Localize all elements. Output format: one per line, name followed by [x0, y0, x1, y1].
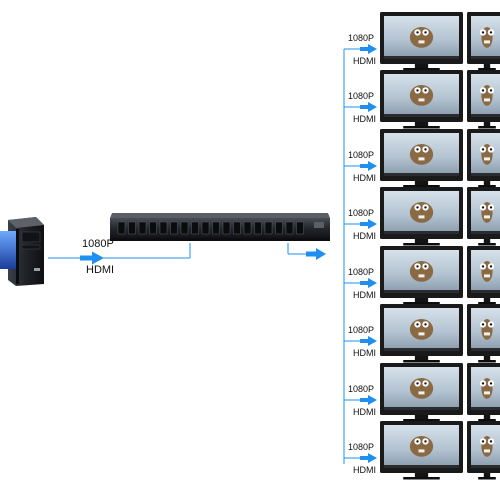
output-interface-label: HDMI [353, 407, 376, 417]
output-resolution-label: 1080P [348, 208, 375, 218]
output-resolution-label: 1080P [348, 325, 375, 335]
arrows [80, 44, 377, 463]
tv-monitor-icon [380, 246, 463, 305]
splitter-port [296, 221, 304, 235]
arrow-splitter-out [306, 248, 326, 260]
splitter-port [191, 221, 199, 235]
tv-monitor-icon [380, 70, 463, 129]
output-interface-label: HDMI [353, 231, 376, 241]
tv-monitor-icon [380, 421, 463, 480]
connector-branches [344, 48, 362, 459]
splitter-port [201, 221, 210, 235]
splitter-port [159, 221, 168, 235]
output-arrow [360, 336, 377, 346]
splitter-port [222, 221, 231, 235]
tv-monitor-icon [467, 246, 500, 305]
splitter-port [149, 221, 157, 235]
output-interface-label: HDMI [353, 290, 376, 300]
splitter-port [117, 221, 126, 235]
splitter-port [138, 221, 147, 235]
splitter-port [128, 221, 136, 235]
tv-monitor-icon [467, 421, 500, 480]
tv-monitor-icon [467, 70, 500, 129]
output-resolution-label: 1080P [348, 442, 375, 452]
splitter-port [243, 221, 252, 235]
output-resolution-label: 1080P [348, 91, 375, 101]
arrow-source [80, 251, 104, 265]
output-arrow [360, 44, 377, 54]
output-arrow [360, 219, 377, 229]
tv-monitor-icon [380, 12, 463, 71]
output-resolution-label: 1080P [348, 33, 375, 43]
output-resolution-label: 1080P [348, 384, 375, 394]
output-interface-label: HDMI [353, 56, 376, 66]
splitter-port [275, 221, 283, 235]
splitter-port [285, 221, 294, 235]
connector-lines [48, 48, 362, 464]
splitter-port [170, 221, 178, 235]
tv-monitor-icon [467, 363, 500, 422]
output-resolution-label: 1080P [348, 150, 375, 160]
output-interface-label: HDMI [353, 114, 376, 124]
tv-monitor-icon [380, 129, 463, 188]
splitter-port [254, 221, 262, 235]
tv-monitor-icon [467, 304, 500, 363]
splitter-port [264, 221, 273, 235]
splitter-ports [117, 221, 304, 235]
tv-monitor-icon [467, 129, 500, 188]
splitter-port [180, 221, 189, 235]
tv-monitor-icon [380, 304, 463, 363]
tv-monitor-icon [380, 363, 463, 422]
output-arrows [360, 44, 377, 463]
hdmi-splitter-icon [110, 213, 330, 241]
output-arrow [360, 161, 377, 171]
output-interface-label: HDMI [353, 348, 376, 358]
display-wall [380, 12, 500, 480]
source-resolution-label: 1080P [82, 238, 114, 250]
output-arrow [360, 278, 377, 288]
output-arrow [360, 395, 377, 405]
output-resolution-label: 1080P [348, 267, 375, 277]
output-interface-label: HDMI [353, 173, 376, 183]
output-arrow [360, 453, 377, 463]
splitter-port [233, 221, 241, 235]
tv-monitor-icon [467, 12, 500, 71]
tv-monitor-icon [467, 187, 500, 246]
tv-monitor-icon [380, 187, 463, 246]
source-interface-label: HDMI [86, 264, 115, 276]
splitter-port [212, 221, 220, 235]
desktop-computer-icon [0, 217, 44, 286]
output-arrow [360, 102, 377, 112]
output-interface-label: HDMI [353, 465, 376, 475]
